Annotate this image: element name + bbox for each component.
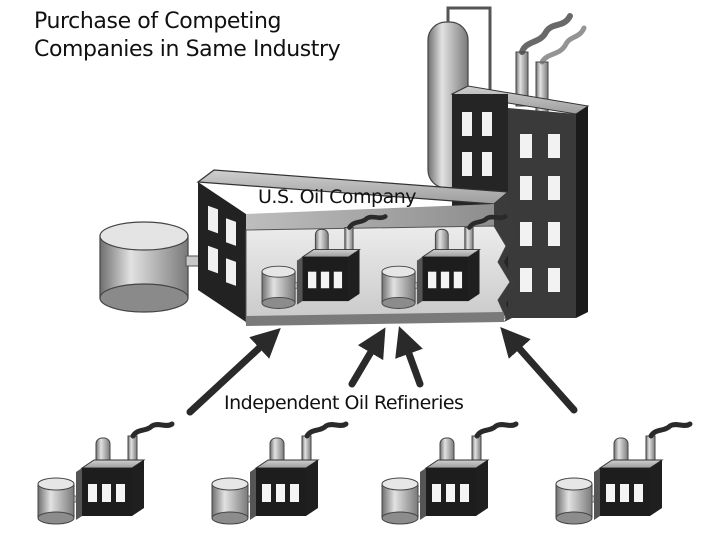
refinery-icon: [212, 424, 346, 524]
title-line-2: Companies in Same Industry: [34, 37, 341, 62]
independent-refinery-4: [556, 424, 690, 524]
title-line-1: Purchase of Competing: [34, 9, 282, 34]
refinery-icon: [382, 424, 516, 524]
arrow-icon: [500, 327, 578, 414]
independent-refinery-2: [212, 424, 346, 524]
independent-refinery-3: [382, 424, 516, 524]
company-label: U.S. Oil Company: [258, 186, 417, 208]
diagram-title: Purchase of Competing Companies in Same …: [34, 8, 341, 64]
arrow-icon: [186, 328, 281, 416]
arrow-icon: [348, 327, 386, 388]
acquisition-arrows: [186, 326, 578, 416]
independent-refinery-1: [38, 424, 172, 524]
arrow-icon: [395, 326, 424, 388]
company-complex: [99, 6, 590, 326]
storage-tank-icon: [99, 221, 213, 313]
refineries-label: Independent Oil Refineries: [224, 392, 464, 414]
refinery-icon: [38, 424, 172, 524]
refinery-icon: [556, 424, 690, 524]
